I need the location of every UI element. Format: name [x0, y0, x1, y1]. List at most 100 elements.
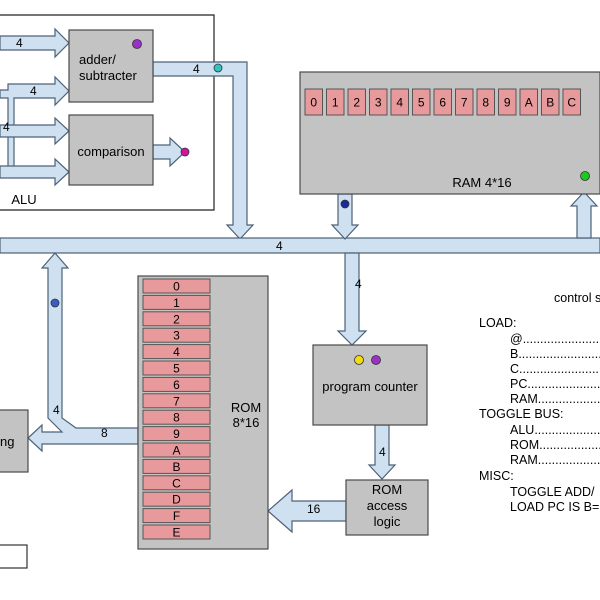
- rom-to-left-pipe: [27, 252, 139, 453]
- rom-cell-label: 9: [173, 427, 180, 441]
- rom-cell: [142, 508, 211, 524]
- comparison-label: comparison: [77, 144, 144, 159]
- rom-cell-label: C: [172, 476, 181, 490]
- rom-cell: [142, 294, 211, 310]
- rom-cell-label: 1: [173, 296, 180, 310]
- ram-cell-label: 6: [439, 96, 446, 110]
- control-toggle-item: ALU........................: [510, 423, 600, 437]
- control-load-item: RAM..........................: [510, 392, 600, 406]
- control-title: control s: [554, 291, 600, 305]
- ram-cell: [304, 88, 323, 116]
- bus-to-ram-pipe: [569, 191, 599, 239]
- pc-led-yellow: [354, 355, 364, 365]
- ram-cell: [498, 88, 517, 116]
- pc-to-ral-pipe: [367, 424, 397, 480]
- adder-label-line2: subtracter: [79, 68, 137, 83]
- ral-line3: logic: [374, 514, 401, 529]
- ram-cell: [455, 88, 474, 116]
- control-load-item: @......................: [510, 332, 599, 346]
- adder-indicator-led: [132, 39, 142, 49]
- width-alu-in-top: 4: [16, 36, 23, 50]
- rom-cell-label: 4: [173, 345, 180, 359]
- ram-cell-label: B: [546, 96, 554, 110]
- left-block: [0, 409, 29, 473]
- rom-cell: [142, 278, 211, 294]
- ram-cell-label: C: [567, 96, 576, 110]
- comparison-output-pipe: [152, 136, 186, 168]
- rom-label-line1: ROM: [231, 400, 261, 415]
- rom-cell: [142, 393, 211, 409]
- comparison-block: [68, 114, 154, 186]
- rom-cell: [142, 327, 211, 343]
- control-load-item: PC..........................: [510, 377, 600, 391]
- control-load-heading: LOAD:: [479, 316, 517, 330]
- rom-cell: [142, 524, 211, 540]
- ram-cell-label: 1: [332, 96, 339, 110]
- alu-input-pipe-cmp-low: [0, 157, 70, 187]
- rom-access-logic-block: [345, 479, 429, 536]
- rom-cell-label: 2: [173, 312, 180, 326]
- width-main-bus: 4: [276, 239, 283, 253]
- rom-cell: [142, 311, 211, 327]
- rom-cell: [142, 475, 211, 491]
- alu-label: ALU: [11, 192, 36, 207]
- ram-cell-label: 4: [396, 96, 403, 110]
- ram-cell-label: 7: [461, 96, 468, 110]
- rom-label-line2: 8*16: [233, 415, 260, 430]
- left-block-label: ng: [0, 434, 14, 449]
- rom-cell-label: B: [172, 460, 180, 474]
- rom-cell: [142, 442, 211, 458]
- adder-subtracter-block: [68, 29, 154, 103]
- main-bus: [0, 237, 600, 254]
- ram-cell-label: A: [525, 96, 533, 110]
- ram-cell: [369, 88, 388, 116]
- control-toggle-heading: TOGGLE BUS:: [479, 407, 564, 421]
- alu-frame: [0, 14, 215, 211]
- rom-cell-label: 0: [173, 280, 180, 294]
- ram-cell-label: 2: [353, 96, 360, 110]
- rom-cell-label: 3: [173, 329, 180, 343]
- ram-to-bus-pipe: [330, 193, 360, 240]
- rom-cell-label: E: [172, 526, 180, 540]
- ram-output-led: [340, 199, 350, 209]
- ram-cell: [519, 88, 538, 116]
- width-alu-in-low: 4: [3, 120, 10, 134]
- width-adder-out: 4: [193, 62, 200, 76]
- ram-cell: [433, 88, 452, 116]
- control-misc-heading: MISC:: [479, 469, 514, 483]
- rom-cell-label: 5: [173, 362, 180, 376]
- adder-bus-led: [213, 63, 223, 73]
- control-misc-item: TOGGLE ADD/: [510, 485, 595, 499]
- rom-cell: [142, 360, 211, 376]
- adder-label-line1: adder/: [79, 52, 116, 67]
- ram-cell-label: 3: [375, 96, 382, 110]
- ram-cell: [412, 88, 431, 116]
- rom-cell: [142, 491, 211, 507]
- control-misc-item: LOAD PC IS B=: [510, 500, 599, 514]
- program-counter-label: program counter: [322, 379, 418, 394]
- ram-cell: [326, 88, 345, 116]
- width-ral-to-rom: 16: [307, 502, 321, 516]
- bottom-left-box: [0, 544, 28, 569]
- rom-bus-led: [50, 298, 60, 308]
- width-rom-vertical: 4: [53, 403, 60, 417]
- control-toggle-item: RAM........................: [510, 453, 600, 467]
- ram-cell-label: 0: [310, 96, 317, 110]
- ral-to-rom-pipe: [267, 488, 347, 534]
- comparison-output-led: [180, 147, 190, 157]
- rom-cell-label: 8: [173, 411, 180, 425]
- rom-cell-label: A: [172, 444, 180, 458]
- rom-cell: [142, 344, 211, 360]
- ram-cell: [476, 88, 495, 116]
- program-counter-block: [312, 344, 428, 426]
- rom-cell: [142, 426, 211, 442]
- ral-line1: ROM: [372, 482, 402, 497]
- rom-cell-label: F: [173, 509, 180, 523]
- width-bus-to-pc: 4: [355, 277, 362, 291]
- width-rom-to-left: 8: [101, 426, 108, 440]
- ram-label: RAM 4*16: [452, 175, 511, 190]
- ram-cell: [562, 88, 581, 116]
- ram-cell: [541, 88, 560, 116]
